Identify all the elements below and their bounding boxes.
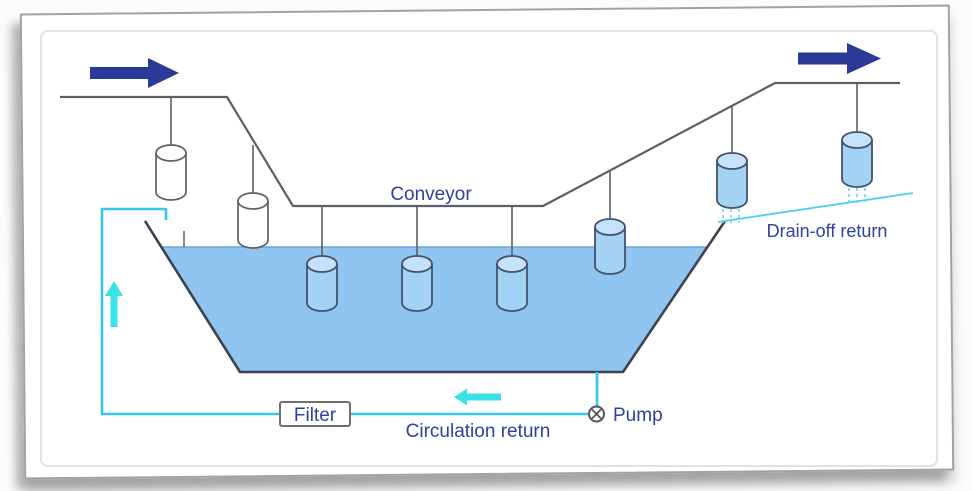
part-cylinder-dipped (716, 152, 748, 209)
hanger-lines (170, 83, 858, 260)
part-cylinder-raw (237, 192, 269, 249)
filter-box: Filter (279, 401, 351, 427)
circulation-return-label: Circulation return (406, 421, 551, 442)
drain-off-return-label: Drain-off return (767, 221, 888, 241)
circulation-left-arrow-icon (454, 388, 501, 406)
conveyor-line (60, 81, 900, 208)
part-cylinder-submerged (306, 255, 338, 312)
part-cylinder-submerged (496, 255, 528, 312)
flow-right-arrow-icon (90, 58, 179, 88)
part-cylinder-submerged (401, 255, 433, 312)
circulation-pipe (100, 207, 589, 416)
circulation-up-arrow-icon (105, 281, 123, 327)
part-cylinder-dipped (841, 131, 873, 188)
pump-icon (588, 405, 605, 423)
filter-label: Filter (294, 405, 337, 426)
part-cylinder-dipped (594, 218, 626, 275)
pump-label: Pump (613, 405, 663, 426)
dip-tank-liquid (161, 247, 707, 372)
drip-lines (722, 188, 866, 223)
part-cylinder-raw (155, 144, 187, 201)
dip-tank-outline (143, 220, 727, 374)
flow-right-arrow-icon (798, 43, 881, 74)
drain-return-line (717, 192, 914, 223)
conveyor-label: Conveyor (390, 184, 472, 205)
